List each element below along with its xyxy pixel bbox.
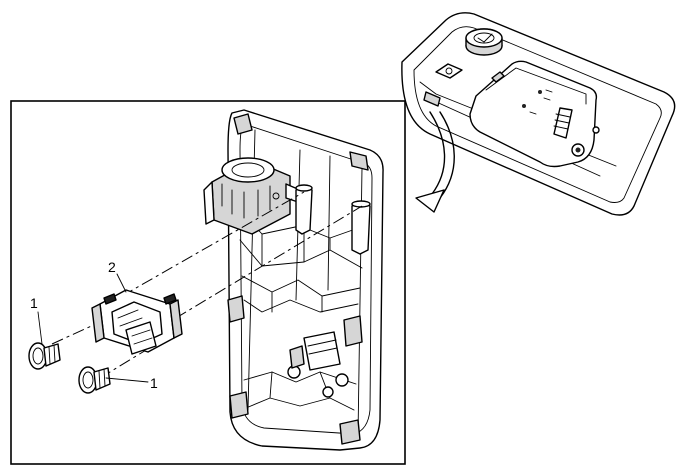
callout-1-lower: 1 — [150, 375, 158, 391]
screw-lower-icon — [78, 366, 111, 394]
console-panel-overview — [401, 12, 676, 216]
detail-frame — [10, 100, 406, 465]
callout-2: 2 — [108, 259, 116, 275]
guide-posts — [295, 184, 371, 255]
receptacle-cylinder — [203, 157, 301, 235]
connector-bracket — [91, 289, 183, 355]
small-button-icon — [435, 63, 463, 79]
module-overview-icon — [469, 60, 600, 168]
callout-1-upper: 1 — [30, 295, 38, 311]
curved-arrow-icon — [415, 111, 455, 213]
callout-leaders — [37, 273, 149, 383]
rotary-knob-icon — [465, 28, 503, 56]
screw-upper-icon — [28, 342, 61, 370]
